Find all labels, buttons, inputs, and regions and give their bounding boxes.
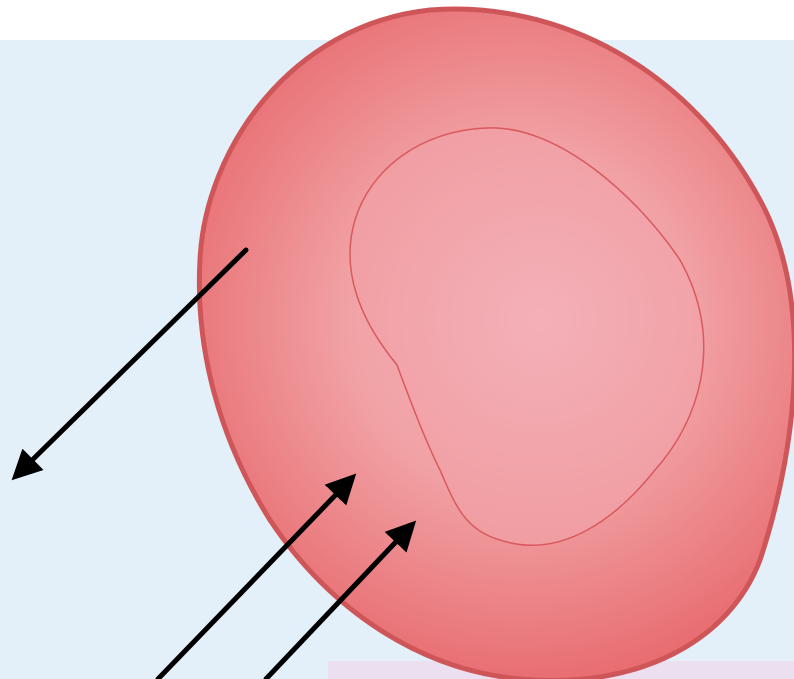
figure-canvas bbox=[0, 0, 794, 679]
cell-diagram bbox=[0, 0, 794, 679]
